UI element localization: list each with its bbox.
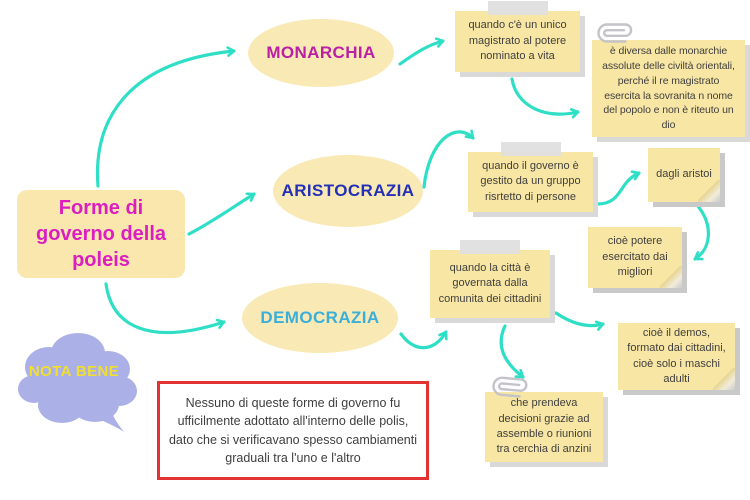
sticky-note-demos: cioè il demos, formato dai cittadini, ci…	[618, 323, 735, 390]
node-democrazia: DEMOCRAZIA	[242, 283, 398, 353]
arrow-aristocrazia-to-note	[422, 129, 475, 189]
tape-decoration	[487, 1, 548, 15]
paperclip-icon	[486, 363, 534, 411]
tape-decoration	[460, 240, 520, 254]
arrow-main-to-aristocrazia	[187, 192, 256, 236]
sticky-note-text: quando la città è governata dalla comuni…	[438, 261, 542, 305]
paperclip-icon	[591, 9, 639, 57]
nota-bene-label: NOTA BENE	[28, 363, 120, 380]
warning-box: Nessuno di queste forme di governo fu uf…	[157, 381, 429, 480]
arrow-note-to-dagli-aristoi	[595, 170, 641, 206]
sticky-note-aristocrazia-definition: quando il governo è gestito da un gruppo…	[468, 142, 593, 212]
arrow-main-to-democrazia	[104, 282, 226, 335]
thought-cloud-shape	[18, 333, 137, 432]
sticky-note-text: quando il governo è gestito da un gruppo…	[480, 159, 581, 203]
sticky-note-democrazia-definition: quando la città è governata dalla comuni…	[430, 240, 550, 318]
sticky-note-dagli-aristoi: dagli aristoi	[648, 148, 720, 202]
arrow-democrazia-to-note	[399, 330, 448, 350]
sticky-note-monarchia-definition: quando c'è un unico magistrato al potere…	[455, 1, 580, 72]
sticky-note-text: cioè il demos, formato dai cittadini, ci…	[627, 326, 726, 385]
arrow-monarchia-to-note	[398, 37, 445, 66]
sticky-note-text: dagli aristoi	[656, 168, 712, 181]
folded-corner	[660, 266, 682, 288]
node-democrazia-label: DEMOCRAZIA	[260, 308, 380, 327]
folded-corner	[713, 368, 735, 390]
arrow-aristoi-to-migliori	[693, 203, 710, 261]
node-monarchia-label: MONARCHIA	[266, 43, 376, 62]
sticky-note-potere-migliori: cioè potere esercitato dai migliori	[588, 227, 682, 288]
sticky-note-monarchia-difference: è diversa dalle monarchie assolute delle…	[592, 23, 745, 137]
arrow-note-to-monarchie-diff	[510, 77, 580, 119]
main-topic-label: Forme di governo della poleis	[35, 197, 167, 271]
arrow-note-to-demos	[554, 311, 605, 331]
sticky-note-text: cioè potere esercitato dai migliori	[602, 235, 668, 279]
tape-decoration	[500, 142, 561, 156]
main-topic-box: Forme di governo della poleis	[17, 190, 185, 278]
node-aristocrazia: ARISTOCRAZIA	[273, 155, 423, 227]
folded-corner	[698, 180, 720, 202]
sticky-note-text: quando c'è un unico magistrato al potere…	[468, 19, 567, 63]
nota-bene-cloud: NOTA BENE	[15, 327, 145, 433]
sticky-note-text: è diversa dalle monarchie assolute delle…	[602, 45, 735, 131]
warning-text: Nessuno di queste forme di governo fu uf…	[168, 396, 418, 465]
arrow-main-to-monarchia	[95, 46, 236, 188]
sticky-note-assemblee: che prendeva decisioni grazie ad assembl…	[485, 376, 603, 462]
sticky-note-text: che prendeva decisioni grazie ad assembl…	[496, 397, 592, 456]
node-aristocrazia-label: ARISTOCRAZIA	[281, 181, 415, 200]
node-monarchia: MONARCHIA	[248, 19, 394, 87]
